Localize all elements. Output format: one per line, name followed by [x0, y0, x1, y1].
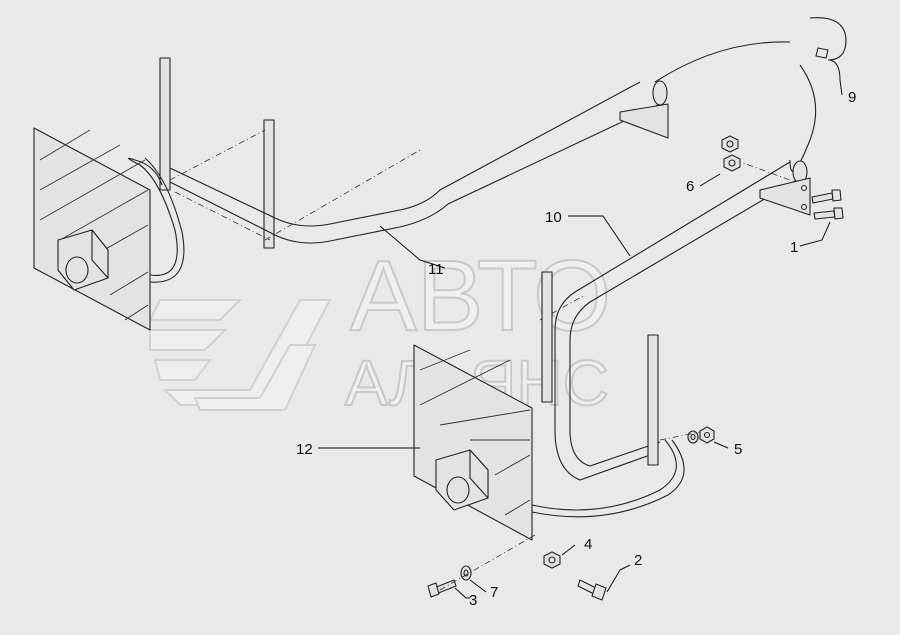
callout-4: 4	[584, 536, 592, 553]
bolt-1-upper	[811, 189, 842, 204]
callout-3: 3	[469, 592, 477, 609]
callout-labels: 9 6 1 10 11 12 5 4 2 3 7 7	[296, 89, 856, 609]
callout-leaders	[318, 59, 843, 599]
tube-frame-11	[169, 80, 669, 244]
callout-11: 11	[428, 261, 444, 278]
right-plate	[413, 344, 685, 541]
callout-9: 9	[848, 89, 856, 106]
nut-4	[543, 551, 561, 569]
left-brackets	[159, 57, 275, 249]
callout-7-label: 7	[490, 584, 498, 601]
right-lamp	[435, 449, 489, 511]
watermark-line1: АВТО	[350, 240, 611, 352]
callout-12: 12	[296, 441, 313, 458]
callout-5: 5	[734, 441, 742, 458]
watermark-emblem	[148, 299, 332, 411]
washer-5	[687, 430, 699, 444]
cable-left	[128, 41, 817, 283]
nut-6-lower	[723, 154, 741, 172]
callout-10: 10	[545, 209, 562, 226]
nut-6-upper	[721, 135, 739, 153]
left-plate	[33, 127, 151, 331]
right-brackets	[541, 271, 659, 466]
nut-5	[699, 426, 715, 444]
callout-1: 1	[790, 239, 798, 256]
tube-frame-10	[539, 159, 811, 481]
left-lamp	[57, 229, 109, 291]
callout-6: 6	[686, 178, 694, 195]
bolt-1-lower	[813, 207, 844, 220]
washer-7	[460, 565, 472, 581]
callout-2: 2	[634, 552, 642, 569]
fasteners	[427, 135, 844, 601]
retaining-ring-9	[809, 17, 847, 61]
bolt-2	[577, 579, 607, 601]
